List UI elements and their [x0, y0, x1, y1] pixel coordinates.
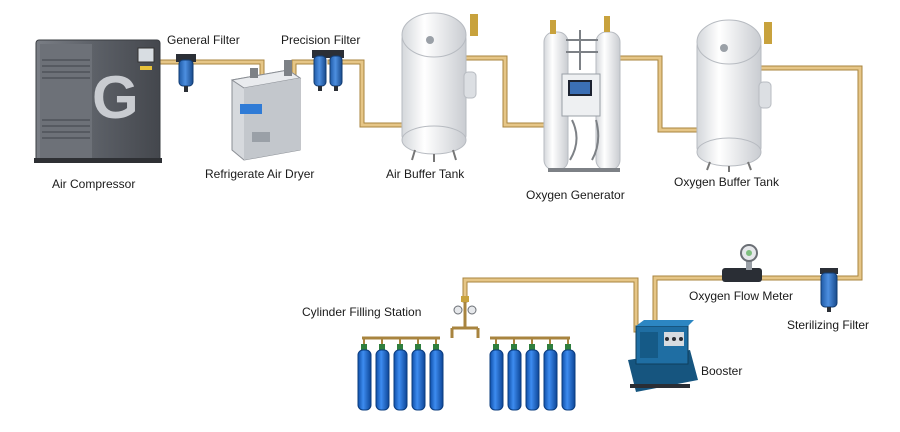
label-oxygen-buffer-tank: Oxygen Buffer Tank [674, 175, 779, 189]
booster-icon [628, 320, 698, 392]
sterilizing-filter-icon [820, 268, 838, 312]
oxygen-buffer-tank-icon [696, 19, 772, 172]
oxygen-cylinder-icon [429, 338, 444, 411]
label-air-buffer-tank: Air Buffer Tank [386, 167, 465, 181]
oxygen-cylinder-icon [411, 338, 426, 411]
oxygen-cylinder-icon [525, 338, 540, 411]
cylinder-group-left [357, 338, 444, 411]
air-compressor-icon: G [34, 39, 162, 163]
oxygen-flow-meter-icon [722, 244, 762, 282]
label-precision-filter: Precision Filter [281, 33, 361, 47]
refrigerate-air-dryer-icon [230, 60, 302, 161]
pipeline [155, 55, 863, 333]
cylinder-group-right [489, 338, 576, 411]
label-general-filter: General Filter [167, 33, 240, 47]
oxygen-cylinder-icon [375, 338, 390, 411]
label-oxygen-flow-meter: Oxygen Flow Meter [689, 289, 794, 303]
general-filter-icon [176, 54, 196, 92]
label-cylinder-filling-station: Cylinder Filling Station [302, 305, 422, 319]
air-buffer-tank-icon [401, 12, 478, 162]
oxygen-cylinder-icon [507, 338, 522, 411]
svg-text:G: G [92, 64, 139, 131]
oxygen-cylinder-icon [357, 338, 372, 411]
oxygen-cylinder-icon [393, 338, 408, 411]
oxygen-generator-icon [543, 16, 621, 172]
label-air-compressor: Air Compressor [52, 177, 136, 191]
oxygen-cylinder-icon [543, 338, 558, 411]
label-oxygen-generator: Oxygen Generator [526, 188, 625, 202]
oxygen-cylinder-icon [489, 338, 504, 411]
label-booster: Booster [701, 364, 743, 378]
label-refrigerate-air-dryer: Refrigerate Air Dryer [205, 167, 315, 181]
precision-filter-icon [312, 50, 344, 91]
label-sterilizing-filter: Sterilizing Filter [787, 318, 870, 332]
oxygen-cylinder-icon [561, 338, 576, 411]
